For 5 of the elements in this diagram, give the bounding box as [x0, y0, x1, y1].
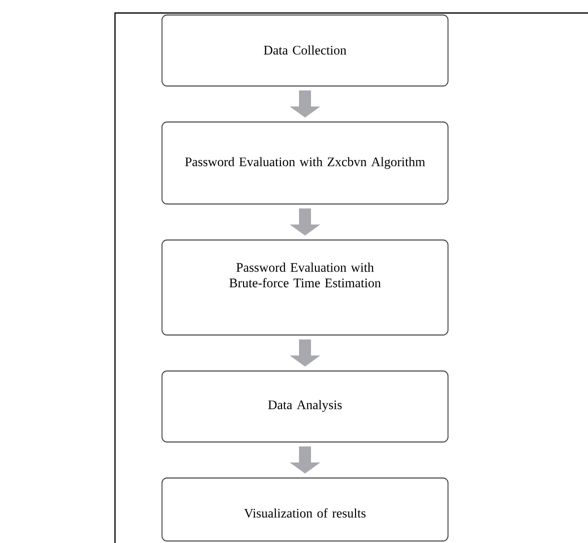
process-box: Visualization of results: [162, 478, 448, 542]
process-box: Password Evaluation with Brute-force Time Estimation: [162, 240, 448, 336]
process-box: Password Evaluation with Zxcbvn Algorithm: [162, 122, 448, 204]
process-box: Data Collection: [162, 14, 448, 86]
process-box: Data Analysis: [162, 370, 448, 442]
